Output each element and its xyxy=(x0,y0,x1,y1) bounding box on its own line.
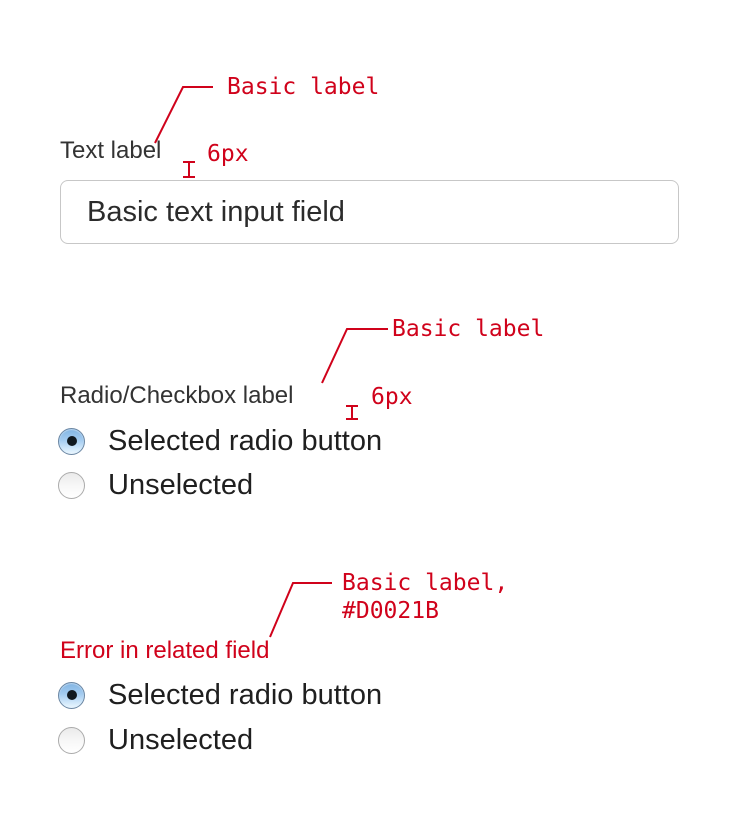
text-input-label: Text label xyxy=(60,137,162,164)
annotation-error-line1: Basic label, xyxy=(342,570,509,596)
spacing-ibeam-icon xyxy=(183,161,195,178)
radio-option-row: Unselected xyxy=(58,723,254,756)
radio-unselected-icon[interactable] xyxy=(58,726,85,754)
radio-option-row: Selected radio button xyxy=(58,424,383,457)
annotation-spacing-6px-1: 6px xyxy=(207,141,249,167)
annotation-basic-label-error: Basic label,#D0021B xyxy=(342,569,508,625)
leader-line-icon xyxy=(269,582,332,638)
radio-selected-icon[interactable] xyxy=(58,681,85,709)
radio-group-label: Radio/Checkbox label xyxy=(60,382,294,409)
leader-line-icon xyxy=(321,328,388,384)
radio-option-label[interactable]: Selected radio button xyxy=(108,424,383,457)
radio-option-label[interactable]: Unselected xyxy=(108,723,254,756)
annotation-basic-label-2: Basic label xyxy=(392,316,545,342)
spacing-ibeam-icon xyxy=(346,405,358,420)
annotation-error-line2: #D0021B xyxy=(342,598,439,624)
leader-line-icon xyxy=(154,86,213,144)
radio-unselected-icon[interactable] xyxy=(58,471,85,499)
error-field-label: Error in related field xyxy=(60,637,270,664)
annotation-basic-label-1: Basic label xyxy=(227,74,380,100)
annotation-spacing-6px-2: 6px xyxy=(371,384,413,410)
basic-text-input[interactable] xyxy=(60,180,679,244)
radio-option-row: Unselected xyxy=(58,468,254,501)
radio-selected-icon[interactable] xyxy=(58,427,85,455)
radio-option-label[interactable]: Unselected xyxy=(108,468,254,501)
radio-option-row: Selected radio button xyxy=(58,678,383,711)
radio-option-label[interactable]: Selected radio button xyxy=(108,678,383,711)
